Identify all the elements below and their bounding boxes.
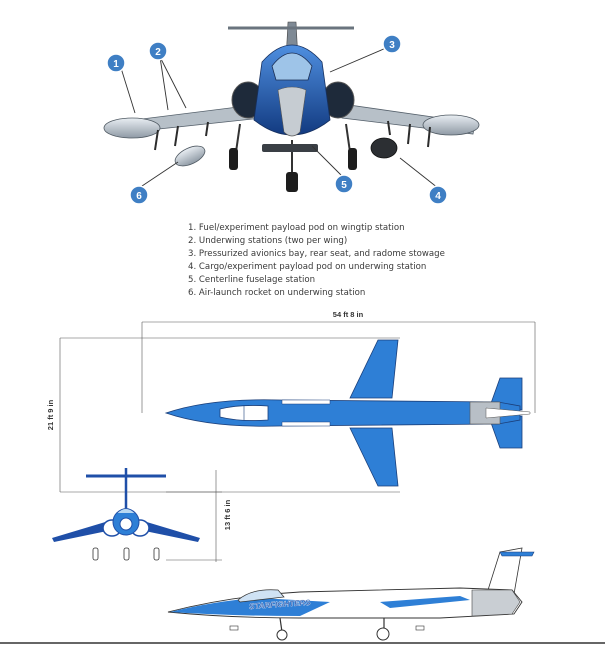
legend-item: 5. Centerline fuselage station [188,275,316,285]
callout-6: 6 [129,185,149,205]
top-view-fuselage [164,399,521,427]
callout-legend: 1. Fuel/experiment payload pod on wingti… [188,222,488,300]
dimension-length: 54 ft 8 in [141,310,536,413]
callout-2: 2 [148,41,168,61]
legend-item: 3. Pressurized avionics bay, rear seat, … [188,249,445,259]
height-label: 13 ft 6 in [223,499,232,530]
svg-text:4: 4 [435,191,441,202]
aircraft-top-view [164,339,531,487]
air-launch-rocket [174,145,206,167]
callout-5: 5 [334,174,354,194]
aircraft-front-schematic [52,468,200,561]
nose-cone [277,86,307,137]
legend-item: 4. Cargo/experiment payload pod on under… [188,262,427,272]
dimension-wingspan: 21 ft 9 in [46,337,400,493]
front-left-wing [52,520,112,542]
aircraft-front-photo [103,21,480,192]
aircraft-side-view: STARFIGHTERS [0,547,605,644]
legend-item: 6. Air-launch rocket on underwing statio… [188,288,366,298]
callout-1: 1 [106,53,126,73]
legend-item: 2. Underwing stations (two per wing) [188,236,348,246]
side-view-canopy [237,589,285,603]
svg-text:1: 1 [113,59,119,70]
svg-text:6: 6 [136,191,142,202]
underwing-pylons [154,120,431,151]
legend-item: 1. Fuel/experiment payload pod on wingti… [188,223,405,233]
landing-gear [229,123,357,192]
cargo-pod [370,137,398,159]
top-view-lower-wing [349,427,399,487]
wingspan-label: 21 ft 9 in [46,399,55,430]
left-wingtip-pod [103,117,161,139]
svg-text:5: 5 [341,180,347,191]
front-right-wing [140,520,200,542]
dimension-height: 13 ft 6 in [166,470,232,562]
svg-text:2: 2 [155,47,161,58]
top-view-upper-wing [349,339,399,399]
length-label: 54 ft 8 in [333,310,364,319]
svg-text:3: 3 [389,40,395,51]
livery-text: STARFIGHTERS [249,598,312,611]
canopy [271,52,313,81]
right-wingtip-pod [422,114,480,136]
callout-leaders [120,47,439,189]
callout-4: 4 [428,185,448,205]
callout-3: 3 [382,34,402,54]
